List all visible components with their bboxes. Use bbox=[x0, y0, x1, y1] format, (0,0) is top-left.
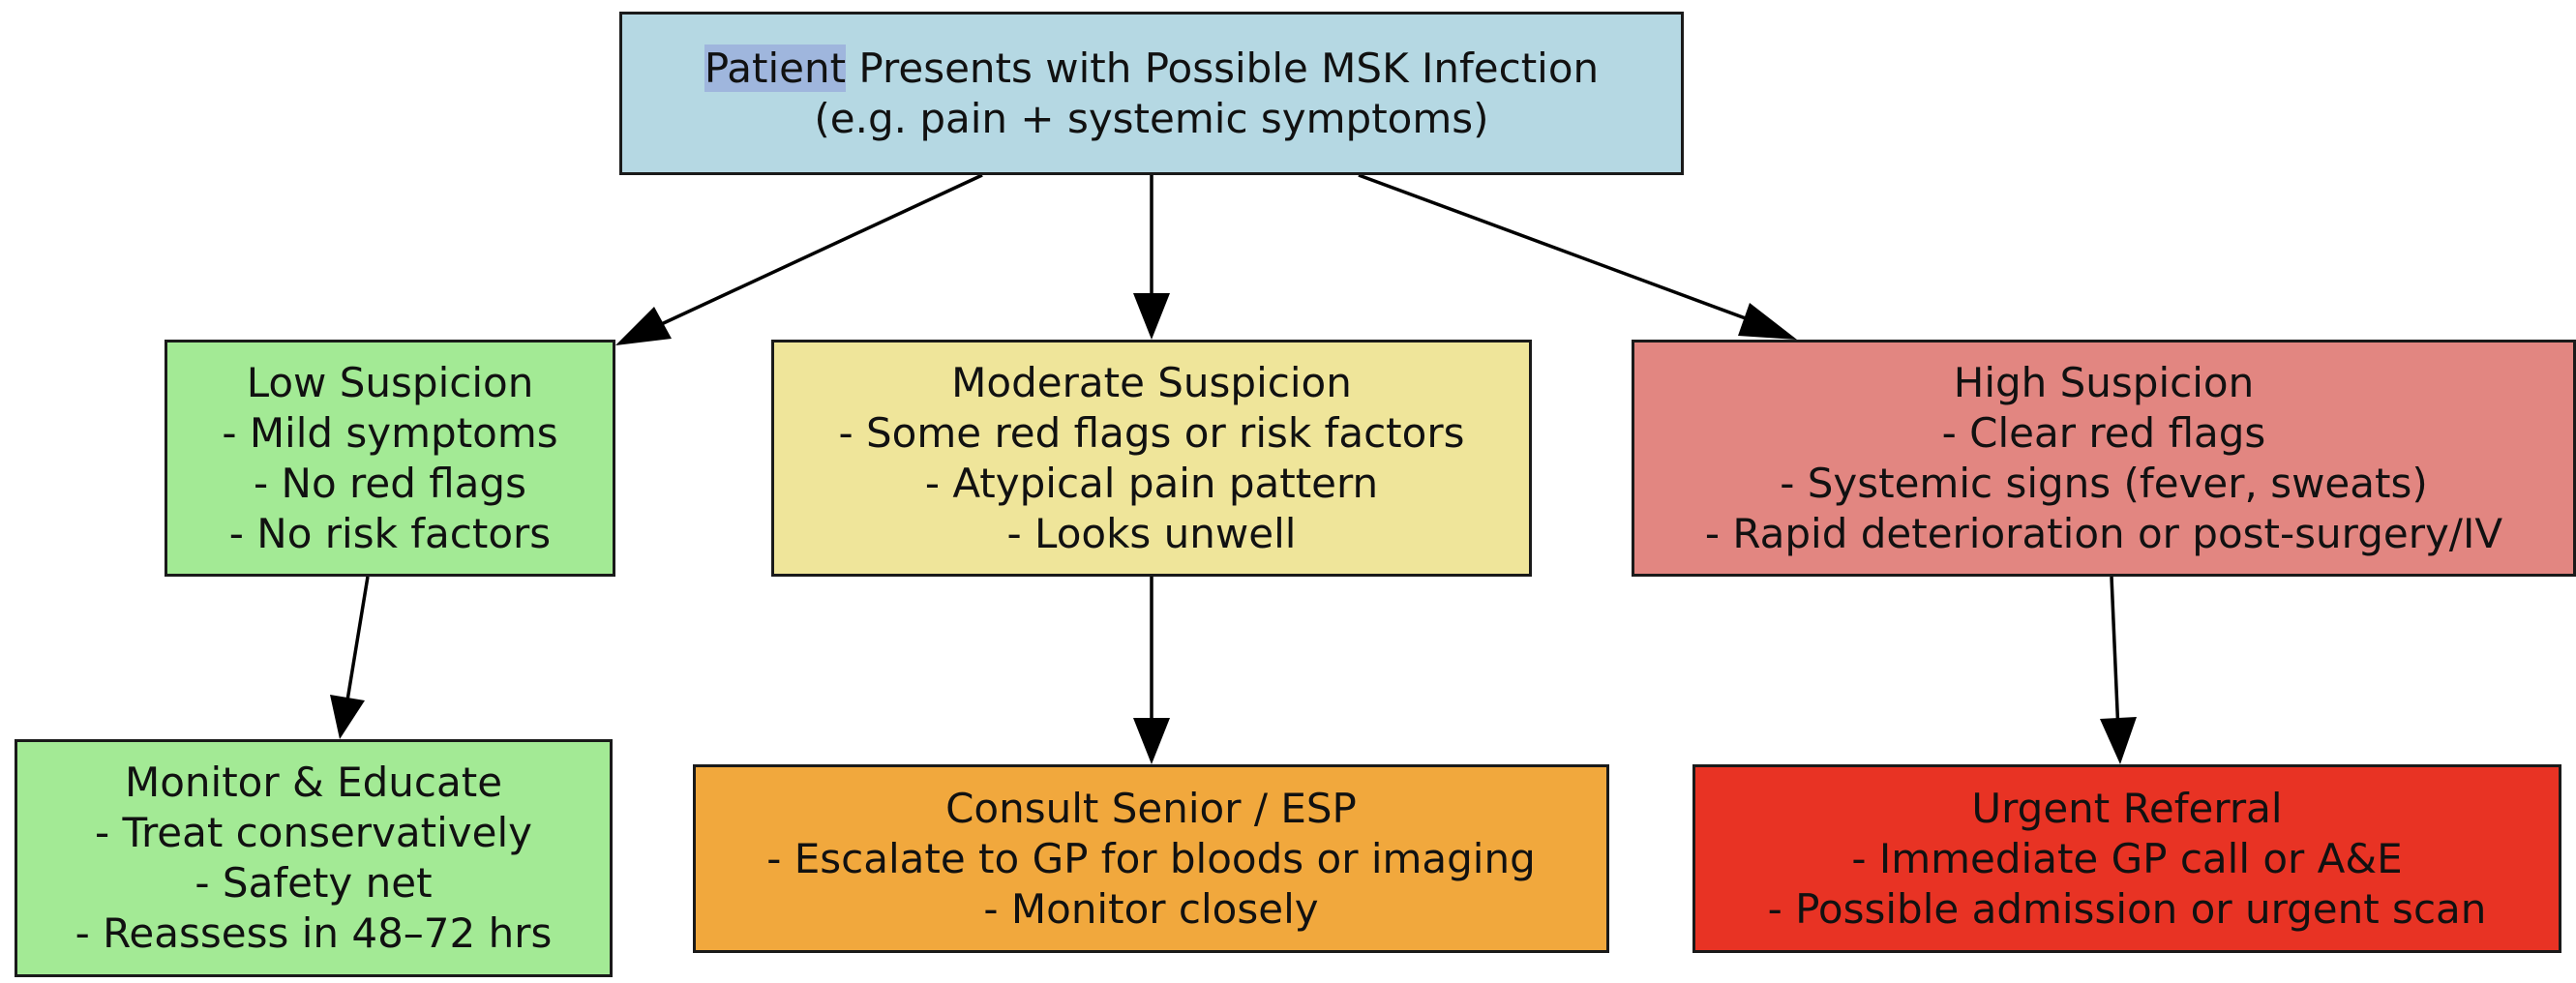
high-suspicion-line: - Clear red flags bbox=[1941, 408, 2266, 457]
arrowhead-moderate-to-consult bbox=[1133, 718, 1170, 764]
low-suspicion-node: Low Suspicion - Mild symptoms - No red f… bbox=[165, 340, 615, 577]
arrowhead-root-to-low bbox=[615, 307, 672, 345]
edge-root-to-high bbox=[1358, 173, 1762, 326]
edge-root-to-low bbox=[640, 173, 983, 336]
arrowhead-root-to-high bbox=[1738, 303, 1797, 340]
urgent-referral-line: - Possible admission or urgent scan bbox=[1767, 884, 2487, 933]
high-suspicion-line: - Systemic signs (fever, sweats) bbox=[1780, 459, 2428, 507]
root-highlighted-word: Patient bbox=[704, 44, 847, 92]
consult-senior-node: Consult Senior / ESP - Escalate to GP fo… bbox=[693, 764, 1609, 953]
urgent-referral-line: - Immediate GP call or A&E bbox=[1851, 834, 2403, 882]
high-suspicion-line: - Rapid deterioration or post-surgery/IV bbox=[1704, 509, 2503, 557]
consult-senior-line: - Monitor closely bbox=[983, 884, 1319, 933]
root-node: Patient Presents with Possible MSK Infec… bbox=[619, 12, 1684, 175]
edge-low-to-monitor bbox=[344, 576, 370, 707]
moderate-suspicion-line: - Some red flags or risk factors bbox=[838, 408, 1465, 457]
root-title-rest: Presents with Possible MSK Infection bbox=[846, 44, 1600, 92]
moderate-suspicion-node: Moderate Suspicion - Some red flags or r… bbox=[771, 340, 1532, 577]
monitor-educate-line: - Safety net bbox=[195, 859, 433, 907]
moderate-suspicion-title: Moderate Suspicion bbox=[951, 358, 1352, 406]
arrowhead-high-to-urgent bbox=[2100, 717, 2137, 764]
low-suspicion-title: Low Suspicion bbox=[246, 358, 534, 406]
arrowhead-low-to-monitor bbox=[330, 695, 365, 739]
high-suspicion-node: High Suspicion - Clear red flags - Syste… bbox=[1632, 340, 2576, 577]
urgent-referral-title: Urgent Referral bbox=[1971, 784, 2283, 832]
consult-senior-title: Consult Senior / ESP bbox=[945, 784, 1357, 832]
moderate-suspicion-line: - Looks unwell bbox=[1006, 509, 1297, 557]
monitor-educate-line: - Treat conservatively bbox=[94, 809, 533, 856]
root-title: Patient Presents with Possible MSK Infec… bbox=[704, 44, 1599, 94]
monitor-educate-title: Monitor & Educate bbox=[124, 759, 503, 806]
low-suspicion-line: - No risk factors bbox=[228, 509, 552, 557]
low-suspicion-line: - No red flags bbox=[254, 459, 526, 507]
moderate-suspicion-line: - Atypical pain pattern bbox=[924, 459, 1379, 507]
low-suspicion-line: - Mild symptoms bbox=[222, 408, 558, 457]
consult-senior-line: - Escalate to GP for bloods or imaging bbox=[766, 834, 1536, 882]
monitor-educate-line: - Reassess in 48–72 hrs bbox=[75, 909, 553, 957]
arrowhead-root-to-moderate bbox=[1133, 293, 1170, 340]
edge-high-to-urgent bbox=[2110, 576, 2120, 733]
root-subtitle: (e.g. pain + systemic symptoms) bbox=[814, 94, 1489, 142]
monitor-educate-node: Monitor & Educate - Treat conservatively… bbox=[15, 739, 613, 977]
urgent-referral-node: Urgent Referral - Immediate GP call or A… bbox=[1692, 764, 2561, 953]
high-suspicion-title: High Suspicion bbox=[1953, 358, 2255, 406]
